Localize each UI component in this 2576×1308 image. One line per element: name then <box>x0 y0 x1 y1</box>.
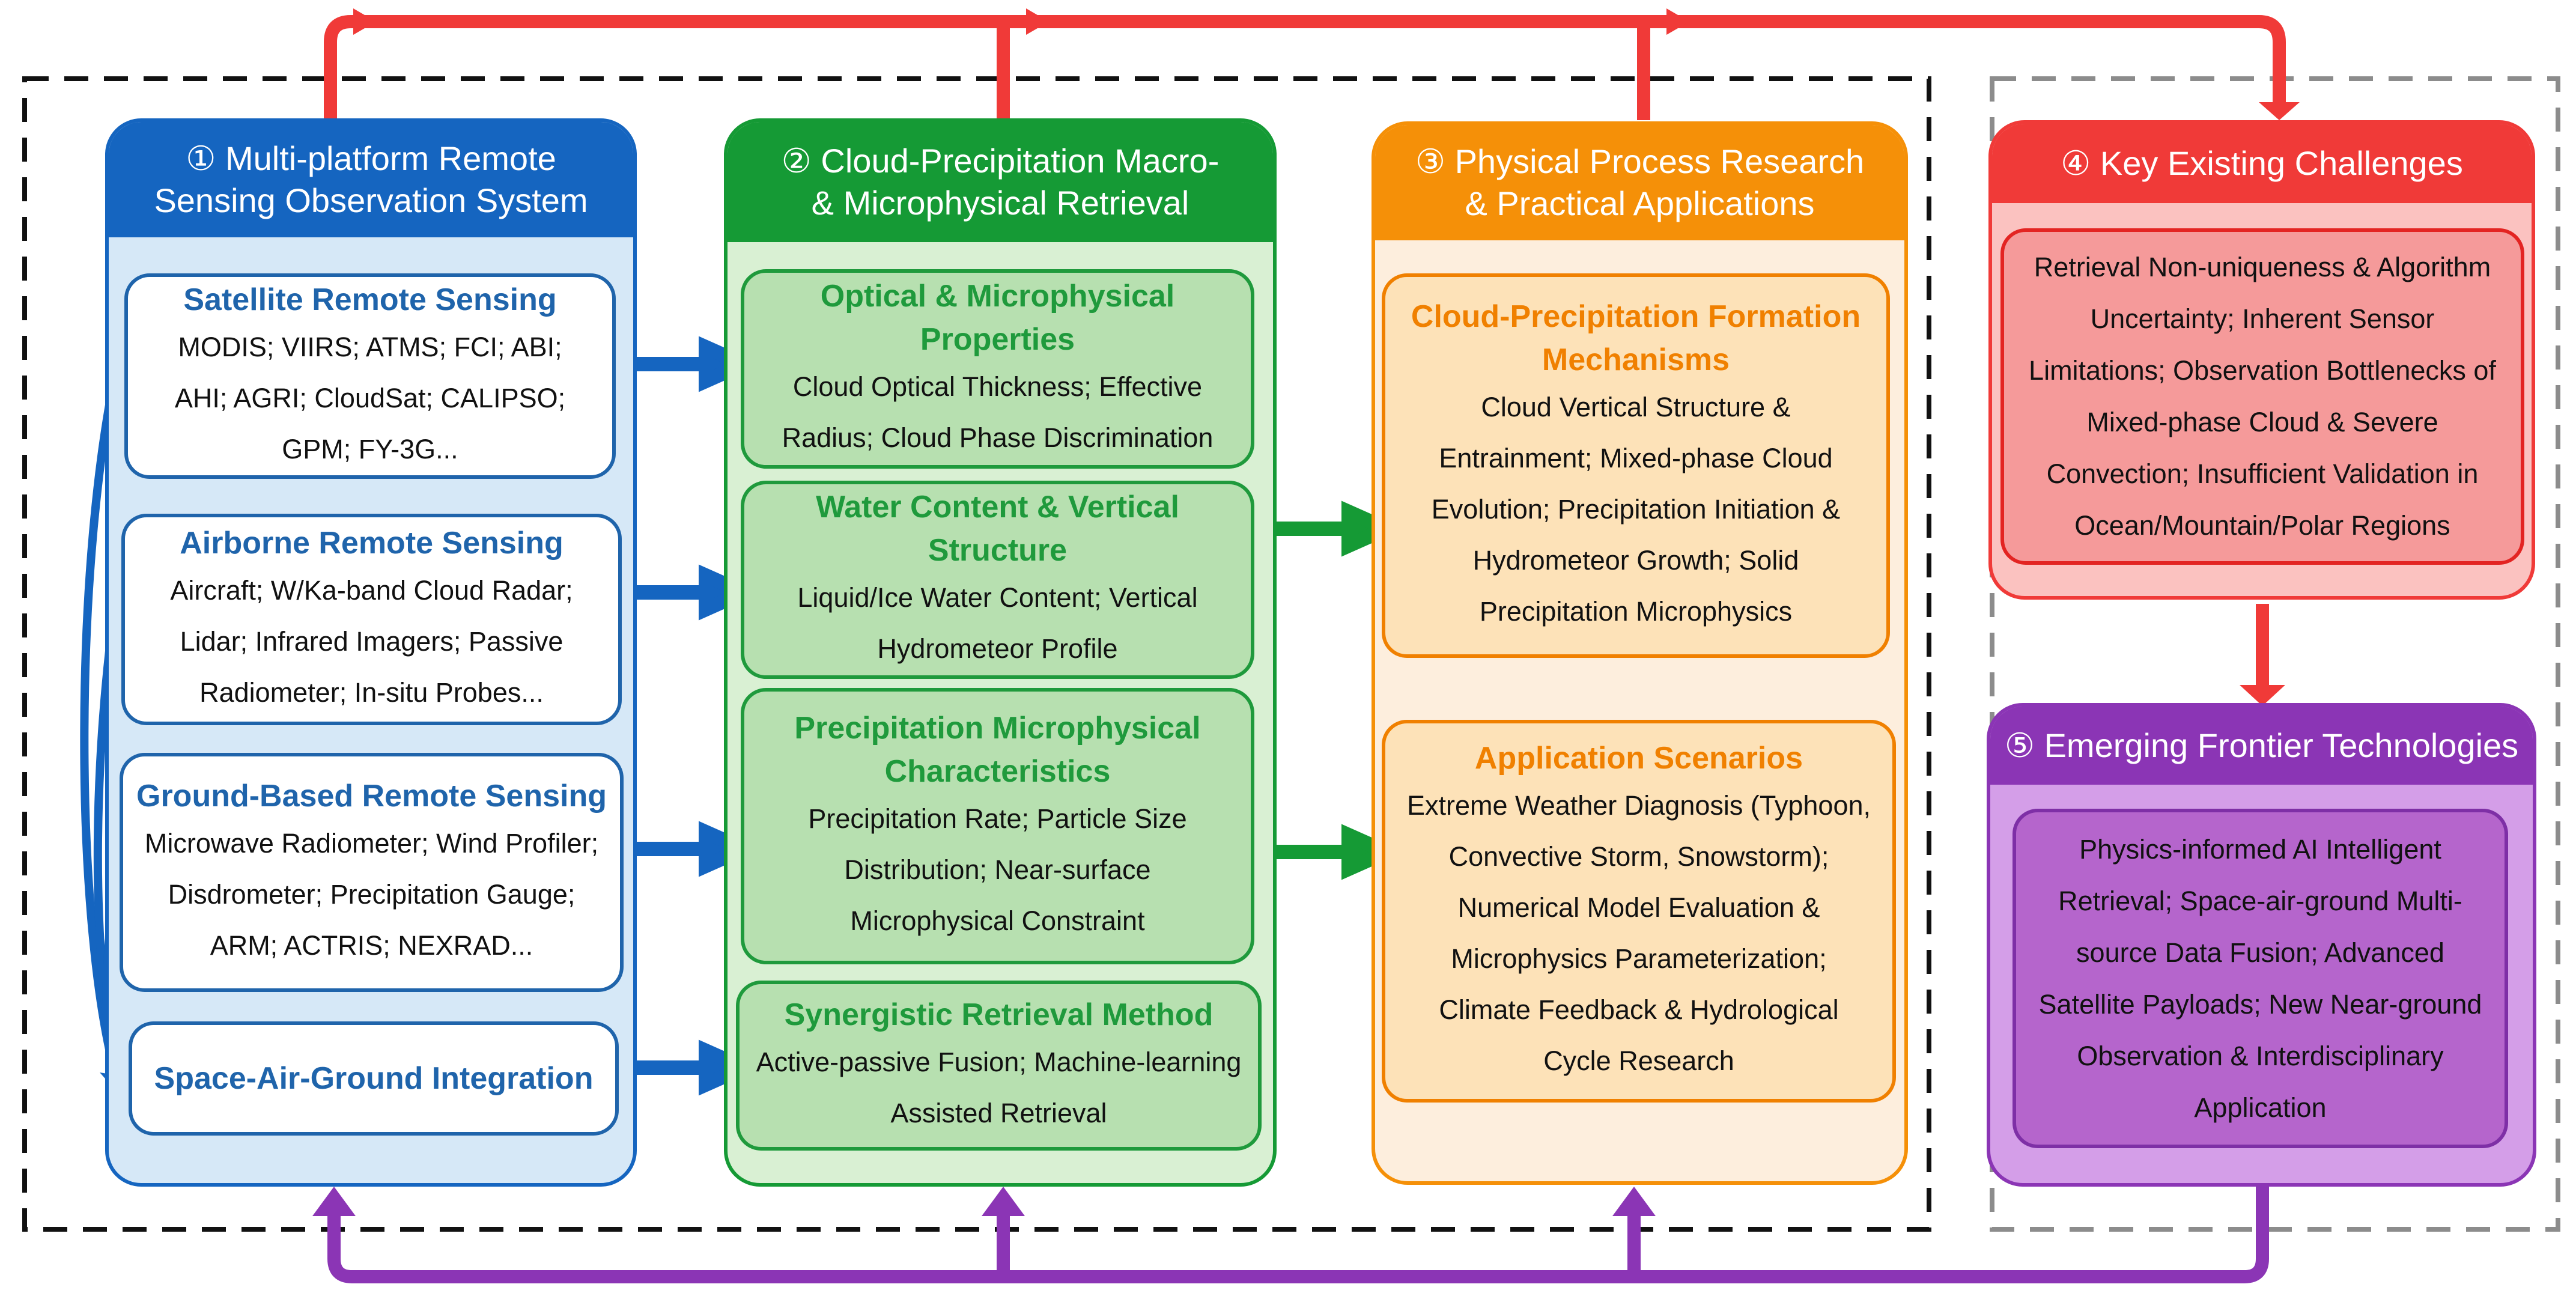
card-body: Cloud Vertical Structure & Entrainment; … <box>1431 391 1841 627</box>
card-title: Optical & Microphysical Properties <box>820 279 1175 357</box>
card-body: MODIS; VIIRS; ATMS; FCI; ABI; AHI; AGRI;… <box>174 331 566 464</box>
card-satellite-remote-sensing: Satellite Remote Sensing MODIS; VIIRS; A… <box>124 273 616 479</box>
card-title: Space-Air-Ground Integration <box>154 1061 594 1096</box>
purple-feedback-loop <box>327 1184 2269 1283</box>
panel-title: ④ Key Existing Challenges <box>2061 144 2463 182</box>
panel-header-key-challenges: ④ Key Existing Challenges <box>1992 124 2532 203</box>
card-title: Airborne Remote Sensing <box>180 525 564 561</box>
card-application-scenarios: Application Scenarios Extreme Weather Di… <box>1382 720 1896 1103</box>
card-body: Extreme Weather Diagnosis (Typhoon, Conv… <box>1406 789 1871 1076</box>
panel-header-retrieval: ② Cloud-Precipitation Macro- & Microphys… <box>728 122 1273 242</box>
card-title: Water Content & Vertical Structure <box>816 490 1179 568</box>
card-space-air-ground-integration: Space-Air-Ground Integration <box>129 1021 619 1136</box>
card-precipitation-microphysical-characteristics: Precipitation Microphysical Characterist… <box>741 688 1254 964</box>
card-frontier-list: Physics-informed AI Intelligent Retrieva… <box>2012 809 2508 1148</box>
card-title: Ground-Based Remote Sensing <box>136 778 607 814</box>
card-body: Physics-informed AI Intelligent Retrieva… <box>2038 833 2482 1123</box>
card-body: Liquid/Ice Water Content; Vertical Hydro… <box>797 582 1198 664</box>
dashed-frame-left <box>22 76 1931 1232</box>
card-challenges-list: Retrieval Non-uniqueness & Algorithm Unc… <box>2000 228 2524 565</box>
card-optical-microphysical-properties: Optical & Microphysical Properties Cloud… <box>741 269 1254 469</box>
card-title: Application Scenarios <box>1474 740 1803 776</box>
panel-header-physical-process: ③ Physical Process Research & Practical … <box>1375 125 1904 240</box>
card-body: Aircraft; W/Ka-band Cloud Radar; Lidar; … <box>170 574 573 708</box>
card-title: Satellite Remote Sensing <box>183 282 557 317</box>
card-body: Active-passive Fusion; Machine-learning … <box>756 1046 1242 1128</box>
card-title: Cloud-Precipitation Formation Mechanisms <box>1411 299 1861 377</box>
card-formation-mechanisms: Cloud-Precipitation Formation Mechanisms… <box>1382 273 1890 658</box>
panel-header-observation-system: ① Multi-platform Remote Sensing Observat… <box>109 122 633 237</box>
panel-title: ⑤ Emerging Frontier Technologies <box>2004 726 2519 764</box>
card-body: Cloud Optical Thickness; Effective Radiu… <box>782 371 1214 453</box>
red-arrowheads <box>353 8 2300 706</box>
card-title: Synergistic Retrieval Method <box>784 997 1214 1032</box>
card-title: Precipitation Microphysical Characterist… <box>794 710 1201 789</box>
card-airborne-remote-sensing: Airborne Remote Sensing Aircraft; W/Ka-b… <box>121 514 622 725</box>
panel-title: ① Multi-platform Remote Sensing Observat… <box>154 139 588 219</box>
card-water-content-vertical-structure: Water Content & Vertical Structure Liqui… <box>741 481 1254 679</box>
red-feedback-loop <box>324 15 2286 688</box>
panel-title: ③ Physical Process Research & Practical … <box>1415 142 1865 222</box>
panel-title: ② Cloud-Precipitation Macro- & Microphys… <box>781 142 1220 222</box>
card-body: Retrieval Non-uniqueness & Algorithm Unc… <box>2029 252 2496 541</box>
card-body: Precipitation Rate; Particle Size Distri… <box>808 803 1187 936</box>
card-ground-based-remote-sensing: Ground-Based Remote Sensing Microwave Ra… <box>120 753 624 992</box>
panel-header-frontier-technologies: ⑤ Emerging Frontier Technologies <box>1990 707 2533 785</box>
card-body: Microwave Radiometer; Wind Profiler; Dis… <box>144 827 599 961</box>
purple-arrowheads <box>312 1187 1656 1216</box>
card-synergistic-retrieval-method: Synergistic Retrieval Method Active-pass… <box>736 981 1262 1151</box>
